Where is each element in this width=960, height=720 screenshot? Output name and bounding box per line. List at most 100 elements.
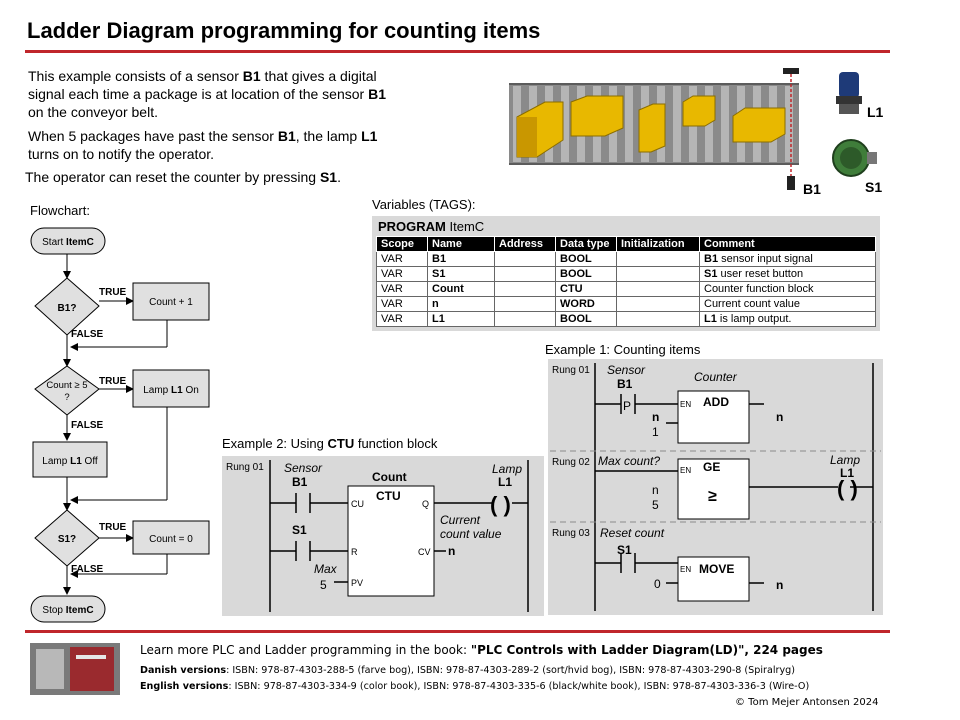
ex2-coil-symbol: ( )	[490, 492, 511, 517]
ex1-ge-in-5: 5	[652, 498, 659, 512]
col-name: Name	[427, 236, 495, 252]
ex2-ctu-r: R	[351, 547, 358, 557]
flow-decision-b1	[34, 277, 100, 336]
intro-paragraph-1: This example consists of a sensor B1 tha…	[28, 68, 386, 120]
flow-process-count-zero	[132, 520, 210, 555]
conveyor-illustration: B1 L1 S1	[509, 68, 884, 197]
ex1-rung-03: Rung 03	[552, 528, 590, 539]
flow-stop-text: Stop ItemC	[42, 605, 93, 616]
ex1-move-in-0: 0	[654, 577, 661, 591]
ex2-pv-value: 5	[320, 578, 327, 592]
ex1-reset-count-label: Reset count	[600, 526, 665, 540]
page-title: Ladder Diagram programming for counting …	[27, 18, 541, 43]
ex2-contact-b1: B1	[292, 475, 308, 489]
ex2-ctu-cv: CV	[418, 547, 431, 557]
ex1-coil-symbol: ( )	[837, 476, 858, 501]
ex2-count-label: Count	[372, 470, 407, 484]
flow-start-text: Start ItemC	[42, 237, 94, 248]
flow-decision-s1	[34, 509, 100, 567]
flow-true-label-2: TRUE	[99, 376, 127, 387]
flow-count-plus-text: Count + 1	[149, 297, 193, 308]
flow-decision-s1-text: S1?	[58, 534, 76, 545]
flow-process-lamp-on	[132, 369, 210, 408]
ex1-ge-block	[677, 458, 750, 520]
col-scope: Scope	[376, 236, 428, 252]
push-button-icon	[832, 139, 877, 177]
ex1-add-title: ADD	[703, 395, 729, 409]
ex1-rung-01: Rung 01	[552, 365, 590, 376]
lamp-tower-icon	[836, 72, 862, 114]
scene-label-b1: B1	[803, 181, 821, 197]
book-cover-image	[30, 643, 120, 695]
ex1-ge-symbol: ≥	[708, 488, 717, 505]
flowchart-label: Flowchart:	[30, 203, 90, 218]
flow-decision-count-text-1: Count ≥ 5	[46, 380, 87, 391]
intro-paragraph-3: The operator can reset the counter by pr…	[25, 169, 341, 185]
ex2-ctu-cu: CU	[351, 499, 364, 509]
ex2-contact-s1: S1	[292, 523, 307, 537]
ex1-counter-label: Counter	[694, 370, 738, 384]
example2-label: Example 2: Using CTU function block	[222, 436, 438, 451]
ex1-add-block	[677, 390, 750, 444]
ex2-ctu-q: Q	[422, 499, 429, 509]
title-divider	[25, 50, 890, 53]
tags-panel: PROGRAM ItemC Scope Name Address Data ty…	[372, 216, 880, 331]
flow-process-count-plus	[132, 282, 210, 321]
ex2-ctu-block	[347, 485, 435, 597]
flow-decision-count-text-2: ?	[64, 392, 69, 403]
flow-true-label-1: TRUE	[99, 287, 127, 298]
flow-false-label-3: FALSE	[71, 564, 104, 575]
flow-lamp-on-text: Lamp L1 On	[143, 385, 199, 396]
ex1-rung-02: Rung 02	[552, 457, 590, 468]
tags-table: Scope Name Address Data type Initializat…	[376, 236, 876, 327]
ex2-ctu-title: CTU	[376, 489, 401, 503]
flow-lamp-off-text: Lamp L1 Off	[42, 456, 98, 467]
flow-count-zero-text: Count = 0	[149, 534, 193, 545]
ex1-coil-l1: L1	[840, 466, 854, 480]
col-address: Address	[494, 236, 556, 252]
ex1-ge-title: GE	[703, 460, 720, 474]
ex1-move-title: MOVE	[699, 562, 734, 576]
col-datatype: Data type	[555, 236, 617, 252]
flow-false-label-2: FALSE	[71, 420, 104, 431]
flow-start-terminal	[30, 227, 106, 255]
ex1-add-in-1: 1	[652, 425, 659, 439]
ex1-move-out-n: n	[776, 578, 783, 592]
ex2-max-label: Max	[314, 562, 338, 576]
example2-ladder: Rung 01 Sensor B1 S1 Count CTU CU Q R CV…	[222, 456, 544, 616]
flow-process-lamp-off	[32, 441, 108, 478]
footer-danish-isbn: Danish versions: ISBN: 978-87-4303-288-5…	[140, 665, 795, 676]
example1-ladder: Rung 01 Rung 02 Rung 03 Sensor B1 P Coun…	[548, 359, 883, 615]
example1-label: Example 1: Counting items	[545, 342, 701, 357]
ex1-sensor-label: Sensor	[607, 363, 646, 377]
ex1-p-label: P	[623, 399, 631, 413]
ex2-coil-l1: L1	[498, 475, 512, 489]
flow-decision-count	[34, 365, 100, 416]
flow-false-label-1: FALSE	[71, 329, 104, 340]
ex1-lamp-label: Lamp	[830, 453, 860, 467]
flowchart: Start ItemC B1? TRUE FALSE Count + 1 Cou…	[30, 227, 210, 623]
ex1-contact-b1: B1	[617, 377, 633, 391]
ex2-ctu-pv: PV	[351, 578, 363, 588]
footer-divider	[25, 630, 890, 633]
ex1-add-out-n: n	[776, 410, 783, 424]
ex1-add-in-n: n	[652, 410, 659, 424]
ex1-move-block	[677, 556, 750, 602]
col-initialization: Initialization	[616, 236, 700, 252]
tags-label: Variables (TAGS):	[372, 197, 476, 212]
ex1-add-en: EN	[680, 400, 691, 409]
ex1-ge-in-n: n	[652, 483, 659, 497]
ex2-rung-01: Rung 01	[226, 462, 264, 473]
ex1-contact-s1: S1	[617, 543, 632, 557]
ex1-move-en: EN	[680, 565, 691, 574]
flow-decision-b1-text: B1?	[58, 303, 77, 314]
ex1-max-count-label: Max count?	[598, 454, 660, 468]
ex2-sensor-label: Sensor	[284, 461, 323, 475]
ex2-lamp-label: Lamp	[492, 462, 522, 476]
ex2-current-label-2: count value	[440, 527, 502, 541]
